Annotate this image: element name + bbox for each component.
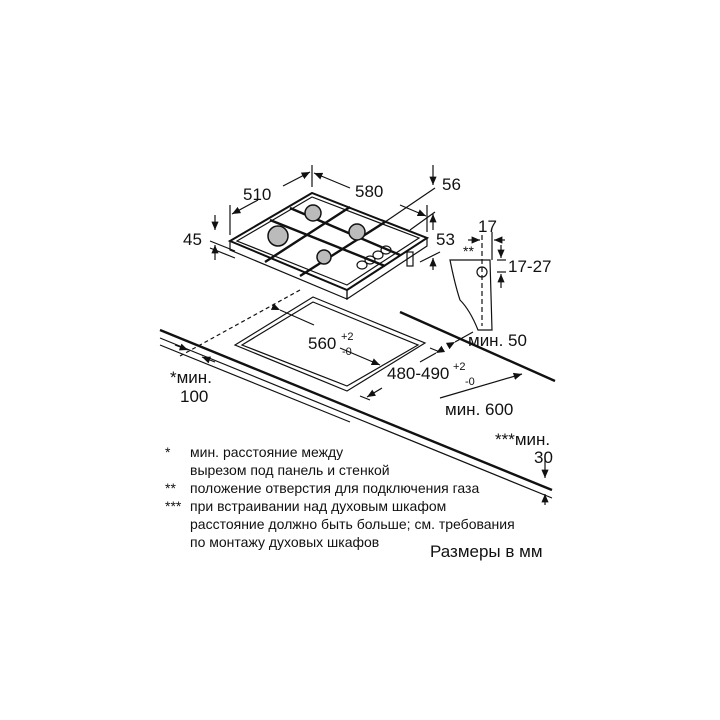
dim-min-counter: мин. 600 [445, 400, 513, 419]
dim-min-back: мин. 50 [468, 331, 527, 350]
dim-cutout-depth-tol-minus: -0 [465, 376, 475, 388]
footnotes: * мин. расстояние между вырезом под пане… [165, 444, 515, 550]
dim-gas-offset: 17 [478, 217, 497, 236]
dim-back-height: 56 [442, 175, 461, 194]
dim-cutout-width: 560 [308, 334, 336, 353]
dim-cutout-width-tol-plus: +2 [341, 331, 354, 343]
dim-depth: 510 [243, 185, 271, 204]
dim-min-under-label: ***мин. [495, 430, 550, 449]
dimension-lines [174, 165, 549, 505]
dim-min-side-value: 100 [180, 387, 208, 406]
note-marker: *** [165, 498, 182, 514]
control-knobs [356, 245, 392, 270]
gas-connection-section [449, 232, 506, 331]
gas-hob [227, 191, 430, 301]
dim-front-height: 53 [436, 230, 455, 249]
cutout [233, 296, 427, 392]
note-line: вырезом под панель и стенкой [190, 462, 390, 478]
burner-icon [304, 204, 322, 222]
note-marker: * [165, 444, 171, 460]
dim-width: 580 [355, 182, 383, 201]
dim-height: 45 [183, 230, 202, 249]
note-line: расстояние должно быть больше; см. требо… [190, 516, 515, 532]
note-line: при встраивании над духовым шкафом [190, 498, 446, 514]
note-marker: ** [165, 480, 176, 496]
burner-icon [348, 223, 366, 241]
burner-icon [267, 225, 289, 247]
dim-cutout-width-tol-minus: -0 [342, 346, 352, 358]
countertop [159, 289, 556, 499]
note-line: по монтажу духовых шкафов [190, 534, 379, 550]
gas-marker: ** [463, 243, 474, 259]
burner-icon [316, 249, 332, 265]
dim-cutout-depth-tol-plus: +2 [453, 361, 466, 373]
note-line: положение отверстия для подключения газа [190, 480, 479, 496]
units-caption: Размеры в мм [430, 542, 543, 561]
dim-gas-height: 17-27 [508, 257, 551, 276]
note-line: мин. расстояние между [190, 444, 343, 460]
dim-min-side-label: *мин. [170, 368, 212, 387]
dim-cutout-depth: 480-490 [387, 364, 449, 383]
dim-min-under-value: 30 [534, 448, 553, 467]
